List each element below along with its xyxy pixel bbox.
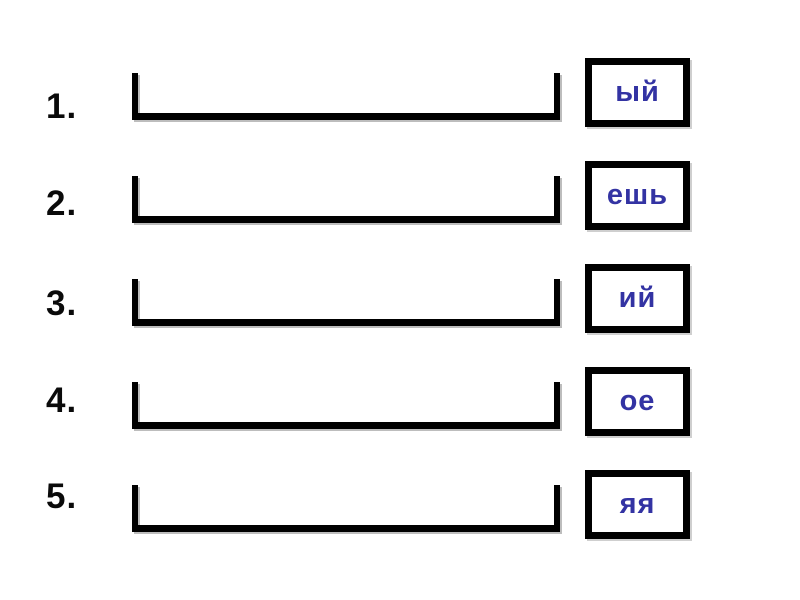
exercise-row: 5. яя xyxy=(0,467,800,570)
ending-label: ешь xyxy=(606,179,669,211)
ending-box: ешь xyxy=(585,161,690,230)
answer-blank-bracket xyxy=(132,73,560,120)
answer-blank-bracket xyxy=(132,485,560,532)
row-number: 1. xyxy=(46,87,78,126)
row-number: 5. xyxy=(46,477,78,516)
answer-blank-bracket xyxy=(132,382,560,429)
ending-box: ый xyxy=(585,58,690,127)
row-number: 2. xyxy=(46,184,78,223)
ending-label: ое xyxy=(619,385,656,417)
ending-box: ое xyxy=(585,367,690,436)
ending-box: яя xyxy=(585,470,690,539)
row-number: 3. xyxy=(46,284,78,323)
ending-label: ый xyxy=(615,76,660,108)
answer-blank-bracket xyxy=(132,176,560,223)
exercise-row: 3. ий xyxy=(0,261,800,364)
exercise-row: 4. ое xyxy=(0,364,800,467)
exercise-row: 1. ый xyxy=(0,55,800,158)
answer-blank-bracket xyxy=(132,279,560,326)
row-number: 4. xyxy=(46,381,78,420)
ending-label: ий xyxy=(618,282,657,314)
ending-box: ий xyxy=(585,264,690,333)
ending-label: яя xyxy=(619,488,656,520)
exercise-row: 2. ешь xyxy=(0,158,800,261)
